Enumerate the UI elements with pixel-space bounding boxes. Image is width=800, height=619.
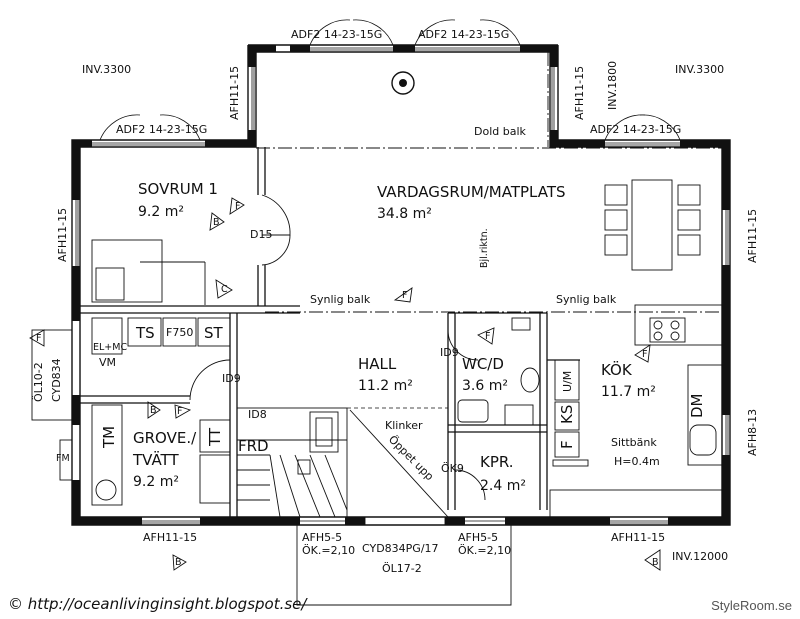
inventory-labels: INV.3300 INV.3300 INV.1800 INV.12000 — [82, 61, 728, 563]
marker-b-br: B — [652, 557, 659, 568]
room-wc-area: 3.6 m² — [462, 378, 508, 394]
oppet-upp-label: Öppet upp — [386, 433, 436, 483]
code-el-ms: EL+MC — [93, 342, 127, 353]
dining-table — [604, 179, 701, 271]
code-dm: DM — [688, 394, 706, 419]
inv-tl: INV.3300 — [82, 63, 131, 76]
inv-tr: INV.3300 — [675, 63, 724, 76]
inv-br: INV.12000 — [672, 550, 728, 563]
entrance-outline — [296, 516, 512, 606]
annotation-labels: Dold balk Synlig balk Synlig balk Bjl.ri… — [310, 125, 660, 483]
room-kpr-name: KPR. — [480, 453, 514, 471]
credit-url: © http://oceanlivinginsight.blogspot.se/ — [8, 595, 307, 613]
room-grovtvatt-name1: GROVE./ — [133, 429, 197, 447]
room-sovrum-area: 9.2 m² — [138, 204, 184, 220]
window-labels: ADF2 14-23-15G ADF2 14-23-15G ADF2 14-23… — [32, 28, 759, 575]
sittbank-label: Sittbänk — [611, 436, 657, 449]
label-afh11-tr: AFH11-15 — [573, 66, 586, 120]
room-grovtvatt-name2: TVÄTT — [132, 450, 179, 469]
marker-b-sovrum: B — [213, 217, 220, 228]
marker-b-bottom: B — [175, 557, 182, 568]
room-wc-name: WC/D — [462, 355, 504, 373]
marker-b-laundry: B — [150, 405, 157, 416]
room-labels: SOVRUM 1 9.2 m² VARDAGSRUM/MATPLATS 34.8… — [132, 180, 656, 494]
marker-f-beam: F — [402, 290, 407, 301]
code-id8: ID8 — [248, 408, 267, 421]
code-ok9: ÖK9 — [441, 462, 464, 475]
room-sovrum-name: SOVRUM 1 — [138, 180, 218, 198]
label-afh11-br: AFH11-15 — [611, 531, 665, 544]
stairs — [236, 407, 348, 518]
code-vm: VM — [99, 356, 116, 369]
bjl-riktn-label: Bjl.riktn. — [479, 228, 490, 268]
label-afh5-left: AFH5-5 — [302, 531, 342, 544]
marker-f-left: F — [36, 333, 41, 344]
room-grovtvatt-area: 9.2 m² — [133, 474, 179, 490]
code-st: ST — [204, 324, 224, 342]
marker-c-sovrum: C — [221, 284, 228, 295]
code-frd: FRD — [238, 437, 269, 455]
inner-walls — [80, 147, 580, 517]
wall-lamp-icon — [391, 71, 415, 95]
label-ok-right: ÖK.=2,10 — [458, 544, 511, 557]
laundry-fixtures — [31, 317, 231, 506]
label-adf2-top-left: ADF2 14-23-15G — [291, 28, 382, 41]
room-hall-area: 11.2 m² — [358, 378, 413, 394]
dold-balk-label: Dold balk — [474, 125, 527, 138]
klinker-label: Klinker — [385, 419, 423, 432]
label-ol10: ÖL10-2 — [32, 362, 45, 402]
doors — [189, 194, 486, 501]
code-id9-wc: ID9 — [440, 346, 459, 359]
code-um: U/M — [561, 371, 574, 392]
inv-1800: INV.1800 — [606, 61, 619, 110]
label-afh5-right: AFH5-5 — [458, 531, 498, 544]
kitchen-fixtures — [549, 304, 723, 518]
label-cyd-entry: CYD834PG/17 — [362, 542, 439, 555]
section-markers — [29, 197, 661, 571]
label-afh11-tl: AFH11-15 — [228, 66, 241, 120]
wc-fixtures — [457, 317, 540, 426]
label-adf2-left: ADF2 14-23-15G — [116, 123, 207, 136]
label-ol17: ÖL17-2 — [382, 562, 422, 575]
room-kok-name: KÖK — [601, 360, 633, 379]
oppet-upp-diagonal — [349, 409, 449, 518]
label-afh11-left: AFH11-15 — [56, 208, 69, 262]
code-f: F — [558, 440, 576, 449]
room-kpr-area: 2.4 m² — [480, 478, 526, 494]
label-ok-left: ÖK.=2,10 — [302, 544, 355, 557]
synlig-balk-left-label: Synlig balk — [310, 293, 371, 306]
room-kok-area: 11.7 m² — [601, 384, 656, 400]
synlig-balk-right-label: Synlig balk — [556, 293, 617, 306]
bed — [91, 239, 206, 305]
room-hall-name: HALL — [358, 355, 397, 373]
code-ts: TS — [135, 324, 155, 342]
brand-watermark: StyleRoom.se — [711, 598, 792, 613]
code-labels: D15 ID9 ID9 ID8 ÖK9 FM VM EL+MC TS F750 … — [56, 228, 706, 475]
label-afh8-13: AFH8-13 — [746, 409, 759, 456]
marker-letters: B F C F F B F F F B B — [36, 201, 659, 568]
label-afh11-right: AFH11-15 — [746, 209, 759, 263]
code-f750: F750 — [166, 326, 193, 339]
label-adf2-right: ADF2 14-23-15G — [590, 123, 681, 136]
room-vardagsrum-name: VARDAGSRUM/MATPLATS — [377, 183, 566, 201]
wall-fills — [72, 45, 730, 525]
sittbank-height-label: H=0.4m — [614, 455, 660, 468]
code-ks: KS — [558, 405, 576, 424]
marker-f-sovrum: F — [235, 201, 240, 212]
code-id9-hall: ID9 — [222, 372, 241, 385]
code-tt: TT — [206, 427, 224, 447]
beams — [256, 52, 722, 313]
marker-f-laundry: F — [177, 406, 182, 417]
marker-f-kok: F — [642, 349, 647, 360]
code-fm: FM — [56, 453, 70, 464]
windows — [75, 19, 729, 524]
label-adf2-top-right: ADF2 14-23-15G — [418, 28, 509, 41]
label-cyd-left: CYD834 — [50, 358, 63, 402]
room-vardagsrum-area: 34.8 m² — [377, 206, 432, 222]
code-tm: TM — [100, 426, 118, 449]
label-afh11-bl: AFH11-15 — [143, 531, 197, 544]
marker-f-wc: F — [485, 331, 490, 342]
code-d15: D15 — [250, 228, 272, 241]
